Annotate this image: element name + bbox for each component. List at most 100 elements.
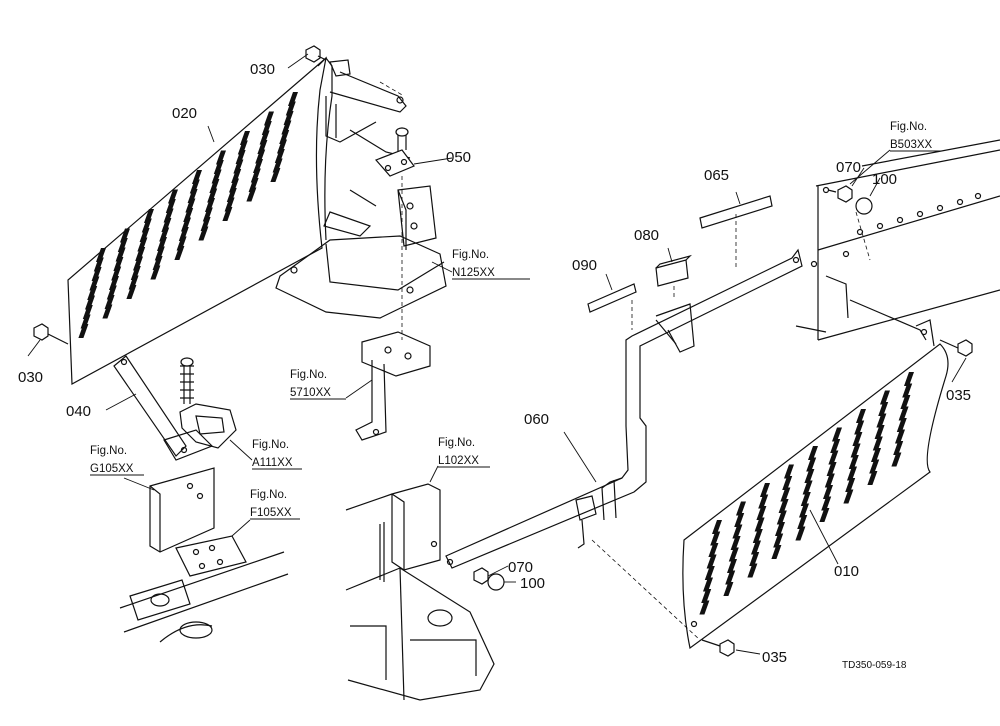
label-020: 020 — [172, 105, 197, 122]
figref-5710-code[interactable]: 5710XX — [290, 387, 331, 399]
figref-b503[interactable]: Fig.No. B503XX — [890, 121, 942, 152]
panel-b503 — [795, 139, 1000, 341]
figref-5710-title: Fig.No. — [290, 369, 327, 381]
drawing-number: TD350-059-18 — [842, 660, 907, 671]
label-065: 065 — [704, 167, 729, 184]
label-035-bottom: 035 — [762, 649, 787, 666]
bolt-035-right — [939, 339, 973, 357]
figref-a111-title: Fig.No. — [252, 439, 289, 451]
grille-slot — [703, 577, 713, 592]
grille-slot — [706, 554, 717, 569]
grille-slot — [867, 471, 878, 485]
grille-slot — [771, 545, 782, 559]
grille-slot — [900, 395, 911, 409]
grille-slot — [198, 226, 209, 241]
leader-lines — [27, 53, 967, 655]
bracket-g105 — [149, 467, 215, 553]
grille-slot — [806, 457, 817, 472]
bolt-070-bottom — [473, 567, 489, 585]
grille-slot — [754, 517, 765, 532]
grille-slot — [804, 469, 815, 483]
figref-5710[interactable]: Fig.No. 5710XX — [290, 369, 346, 400]
grille-slot — [830, 439, 841, 453]
bolt-030-top — [305, 45, 327, 63]
bracket-l102 — [379, 483, 441, 582]
grille-slot — [893, 441, 904, 455]
grille-slot — [819, 508, 830, 522]
bracket-050 — [374, 127, 415, 177]
grille-slot — [727, 559, 737, 573]
grille-slot — [270, 168, 281, 182]
pad-080 — [655, 254, 693, 287]
label-090: 090 — [572, 257, 597, 274]
bolt-030-left — [33, 323, 69, 345]
bracket-5710 — [355, 331, 431, 441]
grille-slot — [701, 589, 712, 603]
figref-n125[interactable]: Fig.No. N125XX — [452, 249, 530, 280]
figref-g105[interactable]: Fig.No. G105XX — [90, 445, 144, 476]
grille-slot — [850, 443, 861, 458]
grille-slot — [780, 487, 791, 502]
grille-slot — [795, 526, 806, 541]
figref-l102[interactable]: Fig.No. L102XX — [438, 437, 490, 468]
grille-slot — [902, 383, 913, 398]
figref-f105[interactable]: Fig.No. F105XX — [250, 489, 300, 520]
grille-slot — [775, 522, 785, 536]
grille-slot — [848, 455, 859, 469]
grille-slot — [704, 566, 715, 580]
grille-slot — [891, 452, 902, 467]
grille-slot — [150, 265, 161, 280]
left-grille-020 — [67, 56, 333, 385]
grille-slot — [871, 448, 881, 462]
figref-g105-code[interactable]: G105XX — [90, 463, 134, 475]
nut-100-top — [855, 197, 873, 215]
figref-b503-code[interactable]: B503XX — [890, 139, 933, 151]
grille-slot — [895, 429, 905, 444]
figref-a111-code[interactable]: A111XX — [252, 457, 293, 469]
grille-slot — [896, 418, 907, 432]
label-050: 050 — [446, 149, 471, 166]
panel-hole — [916, 210, 924, 218]
figref-f105-code[interactable]: F105XX — [250, 507, 292, 519]
label-030-top: 030 — [250, 61, 275, 78]
assembly-lines — [591, 211, 871, 641]
grille-slot — [773, 533, 784, 548]
grille-slot — [826, 462, 837, 476]
grille-slot — [732, 524, 743, 539]
label-060: 060 — [524, 411, 549, 428]
grille-slot — [710, 531, 721, 546]
grille-slot — [898, 406, 909, 421]
grille-slot — [723, 582, 734, 596]
grille-slot — [78, 324, 89, 338]
grille-slot — [828, 450, 839, 465]
grille-slot — [222, 207, 233, 221]
chassis-lower-left — [119, 551, 289, 643]
frame-n125 — [275, 176, 447, 340]
frame-060 — [445, 248, 803, 569]
label-070-top: 070 — [836, 159, 861, 176]
label-070-bottom: 070 — [508, 559, 533, 576]
label-040: 040 — [66, 403, 91, 420]
bolt-070-top — [827, 185, 853, 203]
grille-slot — [880, 390, 890, 405]
grille-slot — [752, 529, 763, 543]
grille-slot — [126, 285, 137, 299]
grille-slot — [824, 473, 835, 488]
grille-slot — [869, 459, 880, 474]
figref-l102-code[interactable]: L102XX — [438, 455, 479, 467]
grille-slot — [808, 446, 818, 460]
figref-a111[interactable]: Fig.No. A111XX — [252, 439, 302, 470]
panel-hole — [876, 222, 884, 230]
figref-l102-title: Fig.No. — [438, 437, 475, 449]
grille-slot — [776, 510, 787, 525]
grille-slot — [852, 432, 863, 446]
nut-100-bottom — [487, 573, 505, 591]
pad-065 — [699, 195, 773, 229]
grille-slot — [778, 499, 789, 513]
figref-n125-code[interactable]: N125XX — [452, 267, 495, 279]
figref-b503-title: Fig.No. — [890, 121, 927, 133]
grille-slot — [708, 543, 719, 557]
chassis-lower-center — [345, 493, 495, 701]
